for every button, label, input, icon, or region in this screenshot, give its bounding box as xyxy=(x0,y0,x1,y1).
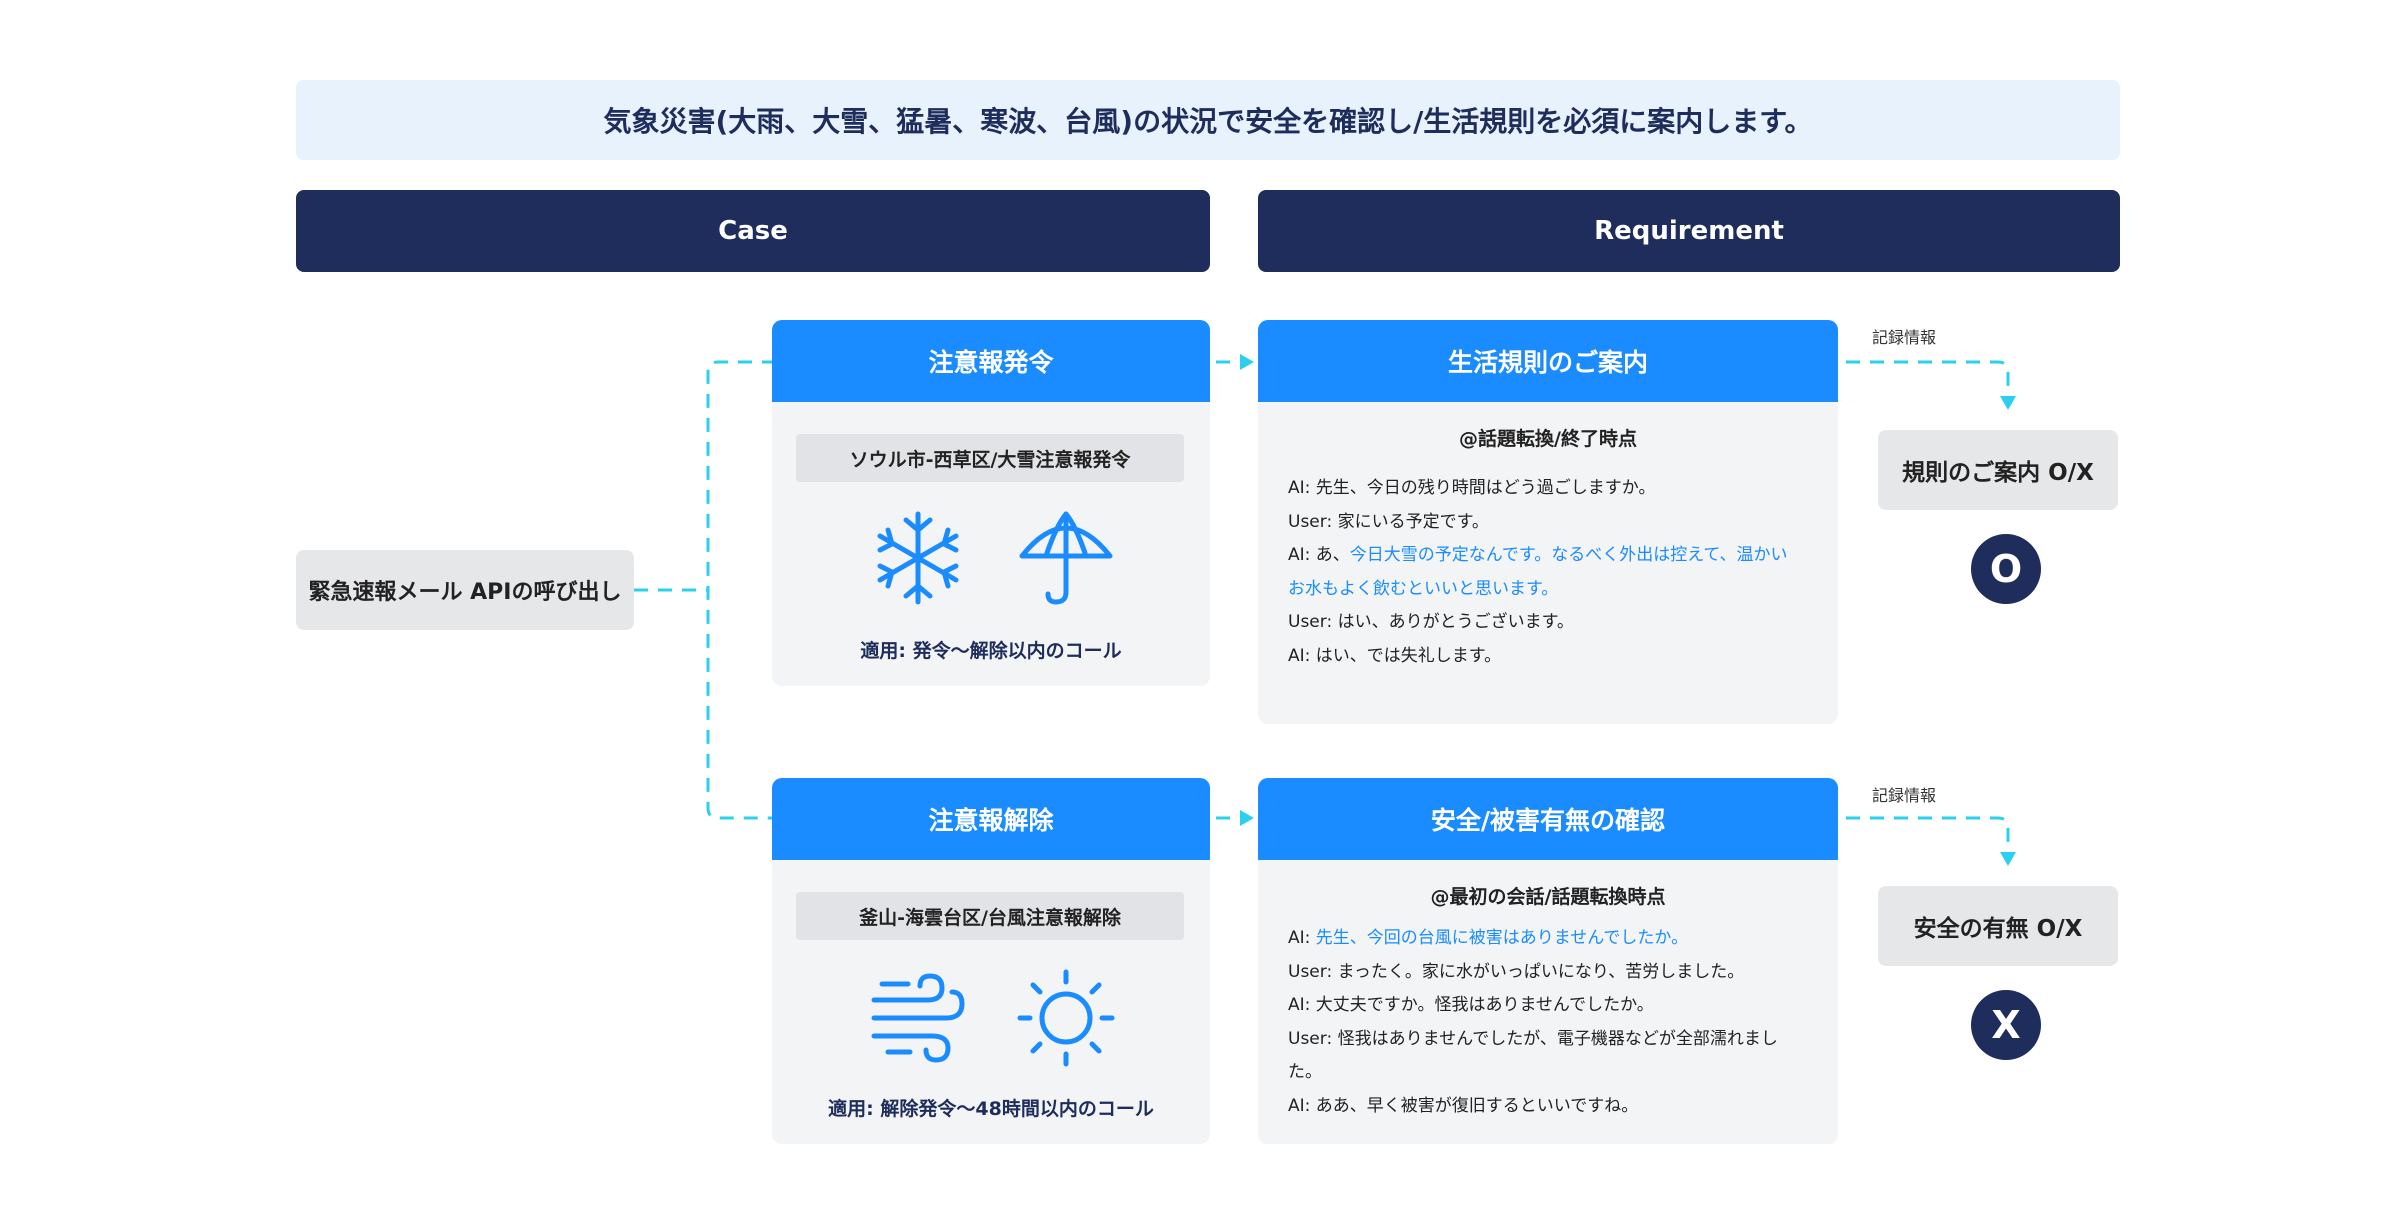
case-card-lifted: 注意報解除 釜山-海雲台区/台風注意報解除 適用: 解除発令～48時間以内のコー… xyxy=(772,778,1210,1144)
arrow-head xyxy=(1240,354,1254,370)
arrow-head xyxy=(2000,396,2016,410)
dialog-line: AI: あ、今日大雪の予定なんです。なるべく外出は控えて、温かい xyxy=(1288,545,1788,565)
snowflake-icon xyxy=(877,511,959,605)
dialog-line: AI: ああ、早く被害が復旧するといいですね。 xyxy=(1288,1095,1639,1116)
record-label: 記録情報 xyxy=(1872,786,1937,805)
dialog-line: AI: 先生、今日の残り時間はどう過ごしますか。 xyxy=(1288,478,1656,498)
trigger-box: 緊急速報メール APIの呼び出し xyxy=(296,550,634,630)
case-apply: 適用: 解除発令～48時間以内のコール xyxy=(828,1098,1154,1120)
case-card-title: 注意報発令 xyxy=(772,320,1210,402)
case-card-issued: 注意報発令 ソウル市-西草区/大雪注意報発令 適用: 発令～解除以内のコール xyxy=(772,320,1210,686)
result-circle-x: X xyxy=(1971,990,2041,1060)
branch-connector-top xyxy=(706,360,776,820)
sun-icon xyxy=(1017,969,1115,1067)
case-apply: 適用: 発令～解除以内のコール xyxy=(860,640,1122,662)
case-card-title: 注意報解除 xyxy=(772,778,1210,860)
requirement-card-rules: 生活規則のご案内 @話題転換/終了時点 AI: 先生、今日の残り時間はどう過ごし… xyxy=(1258,320,1838,724)
dialog-line: User: はい、ありがとうございます。 xyxy=(1288,612,1574,632)
arrow-head xyxy=(1240,810,1254,826)
arrow-head xyxy=(2000,852,2016,866)
dialog: AI: 先生、今日の残り時間はどう過ごしますか。 User: 家にいる予定です。… xyxy=(1288,472,1814,673)
umbrella-icon xyxy=(1019,511,1113,605)
dialog-line: お水もよく飲むといいと思います。 xyxy=(1288,578,1559,599)
wind-icon xyxy=(871,973,965,1063)
req-record-connector-2 xyxy=(1846,816,2010,852)
record-box-safety: 安全の有無 O/X xyxy=(1878,886,2118,966)
case-header: Case xyxy=(296,190,1210,272)
case-chip: ソウル市-西草区/大雪注意報発令 xyxy=(796,434,1184,482)
dialog-line: た。 xyxy=(1288,1062,1322,1082)
dialog-line: AI: 大丈夫ですか。怪我はありませんでしたか。 xyxy=(1288,995,1654,1015)
record-label: 記録情報 xyxy=(1872,328,1937,347)
dialog-line: User: まったく。家に水がいっぱいになり、苦労しました。 xyxy=(1288,961,1745,982)
dialog-line: User: 家にいる予定です。 xyxy=(1288,511,1489,532)
dialog: AI: 先生、今回の台風に被害はありませんでしたか。 User: まったく。家に… xyxy=(1288,922,1814,1123)
requirement-subtitle: @話題転換/終了時点 xyxy=(1459,428,1637,450)
case-chip: 釜山-海雲台区/台風注意報解除 xyxy=(796,892,1184,940)
req-record-connector-1 xyxy=(1846,360,2010,396)
dialog-line: User: 怪我はありませんでしたが、電子機器などが全部濡れまし xyxy=(1288,1028,1778,1049)
requirement-header: Requirement xyxy=(1258,190,2120,272)
requirement-card-title: 安全/被害有無の確認 xyxy=(1258,778,1838,860)
dialog-line: AI: はい、では失礼します。 xyxy=(1288,645,1502,666)
requirement-subtitle: @最初の会話/話題転換時点 xyxy=(1430,886,1666,908)
dialog-line: AI: 先生、今回の台風に被害はありませんでしたか。 xyxy=(1288,928,1689,948)
requirement-card-safety: 安全/被害有無の確認 @最初の会話/話題転換時点 AI: 先生、今回の台風に被害… xyxy=(1258,778,1838,1144)
record-box-rules: 規則のご案内 O/X xyxy=(1878,430,2118,510)
result-circle-o: O xyxy=(1971,534,2041,604)
requirement-card-title: 生活規則のご案内 xyxy=(1258,320,1838,402)
banner: 気象災害(大雨、大雪、猛暑、寒波、台風)の状況で安全を確認し/生活規則を必須に案… xyxy=(296,80,2120,160)
